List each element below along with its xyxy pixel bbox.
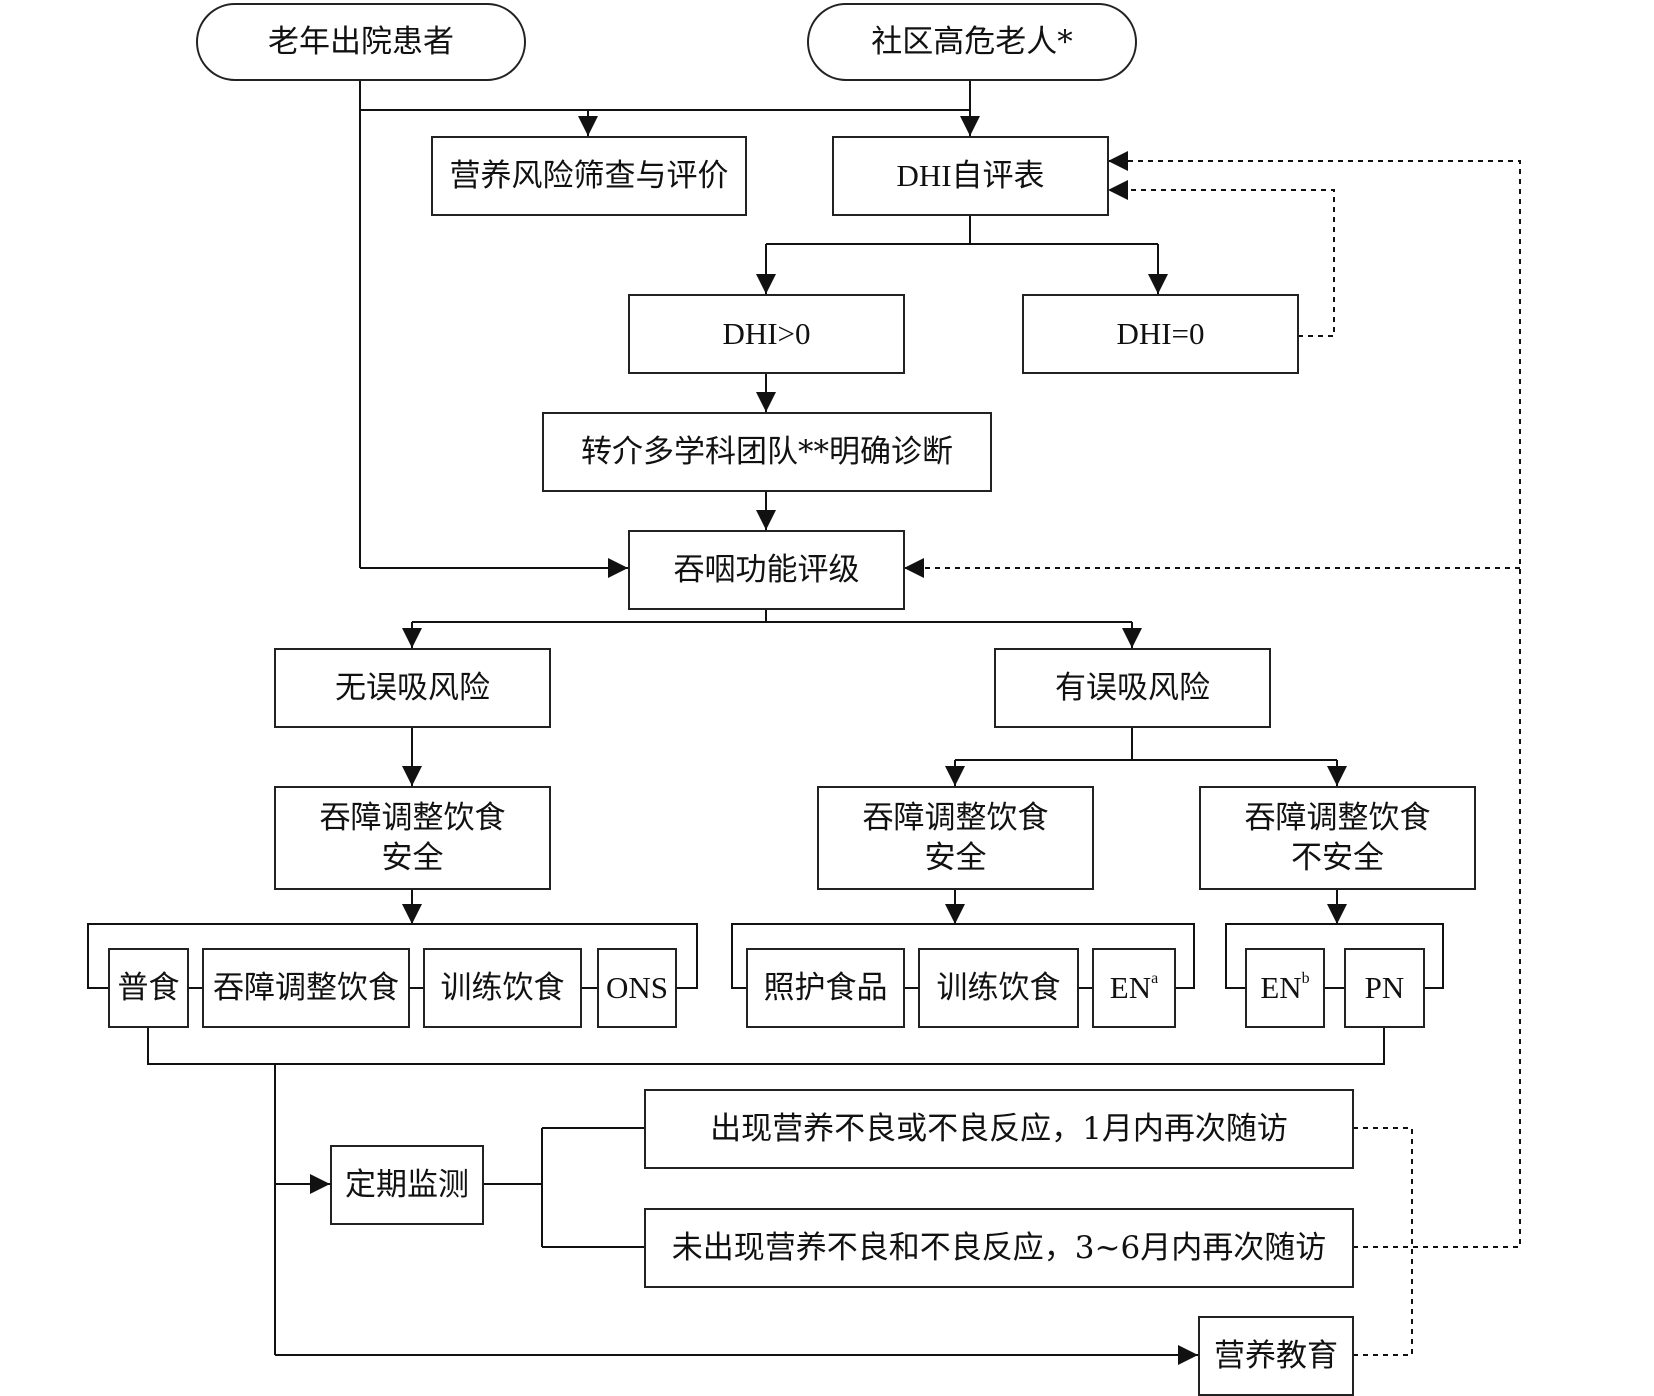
label: 定期监测 <box>345 1167 469 1203</box>
option-general-diet: 普食 <box>108 948 189 1028</box>
label-line-2: 安全 <box>924 840 987 876</box>
label-line-1: 吞障调整饮食 <box>319 800 506 836</box>
node-regular-monitoring: 定期监测 <box>330 1145 484 1225</box>
option-ons: ONS <box>597 948 677 1028</box>
label: DHI自评表 <box>896 158 1045 193</box>
label: DHI>0 <box>722 316 811 351</box>
node-followup-3-6-months: 未出现营养不良和不良反应，3~6月内再次随访 <box>644 1208 1354 1288</box>
node-discharged-patients: 老年出院患者 <box>196 3 526 81</box>
node-nutrition-screening: 营养风险筛查与评价 <box>431 136 747 216</box>
edge-has-risk-split <box>955 726 1337 761</box>
node-mdt-referral: 转介多学科团队**明确诊断 <box>542 412 992 492</box>
label: PN <box>1364 970 1405 1005</box>
node-dhi-positive: DHI>0 <box>628 294 905 374</box>
node-dhi-form: DHI自评表 <box>832 136 1109 216</box>
label-superscript: a <box>1151 969 1159 987</box>
node-nutrition-education: 营养教育 <box>1198 1316 1354 1396</box>
node-swallow-grading: 吞咽功能评级 <box>628 530 905 610</box>
option-training-diet-mid: 训练饮食 <box>918 948 1079 1028</box>
label: 营养教育 <box>1214 1338 1338 1374</box>
label: 吞咽功能评级 <box>673 552 860 588</box>
label: 出现营养不良或不良反应，1月内再次随访 <box>710 1111 1288 1147</box>
option-en-b: ENb <box>1245 948 1325 1028</box>
label-line-2: 安全 <box>381 840 444 876</box>
node-community-elderly: 社区高危老人* <box>807 3 1137 81</box>
option-care-food: 照护食品 <box>746 948 905 1028</box>
label: ONS <box>605 970 668 1005</box>
node-followup-1-month: 出现营养不良或不良反应，1月内再次随访 <box>644 1089 1354 1169</box>
edge-monitoring-split <box>482 1127 644 1248</box>
label-line-1: 吞障调整饮食 <box>1244 800 1431 836</box>
label-base: EN <box>1260 970 1302 1005</box>
feedback-1m-education <box>1353 1127 1413 1356</box>
bracket-mid <box>731 923 1195 989</box>
label-line-1: 吞障调整饮食 <box>862 800 1049 836</box>
label: 社区高危老人* <box>871 24 1073 60</box>
node-no-aspiration-risk: 无误吸风险 <box>274 648 551 728</box>
label: 吞障调整饮食 <box>213 970 399 1006</box>
label: DHI=0 <box>1116 316 1205 351</box>
label-superscript: b <box>1301 969 1310 987</box>
edge-bottom-bus <box>147 1026 1385 1065</box>
label: 营养风险筛查与评价 <box>449 158 729 194</box>
label: 转介多学科团队**明确诊断 <box>581 434 953 470</box>
label: 照护食品 <box>763 970 888 1006</box>
label-base: EN <box>1109 970 1152 1005</box>
node-aspiration-risk: 有误吸风险 <box>994 648 1271 728</box>
option-pn: PN <box>1344 948 1425 1028</box>
option-en-a: ENa <box>1092 948 1176 1028</box>
option-training-diet-left: 训练饮食 <box>423 948 582 1028</box>
node-adjusted-diet-safe-mid: 吞障调整饮食 安全 <box>817 786 1094 890</box>
label: 训练饮食 <box>440 970 565 1006</box>
label-line-2: 不安全 <box>1291 840 1384 876</box>
option-adjusted-diet: 吞障调整饮食 <box>202 948 410 1028</box>
label: 老年出院患者 <box>268 24 454 60</box>
bracket-left <box>87 923 698 989</box>
label: 未出现营养不良和不良反应，3~6月内再次随访 <box>671 1230 1327 1266</box>
node-dhi-zero: DHI=0 <box>1022 294 1299 374</box>
bracket-right <box>1225 923 1444 989</box>
label: 普食 <box>117 970 180 1006</box>
feedback-dhi-zero <box>1108 180 1335 337</box>
edge-dhi-split <box>766 214 1158 245</box>
label: 有误吸风险 <box>1055 670 1210 706</box>
feedback-3-6m <box>1108 151 1521 1248</box>
label: 训练饮食 <box>936 970 1061 1006</box>
node-adjusted-diet-unsafe: 吞障调整饮食 不安全 <box>1199 786 1476 890</box>
node-adjusted-diet-safe-left: 吞障调整饮食 安全 <box>274 786 551 890</box>
edge-grading-split <box>412 608 1132 623</box>
label: 无误吸风险 <box>335 670 490 706</box>
